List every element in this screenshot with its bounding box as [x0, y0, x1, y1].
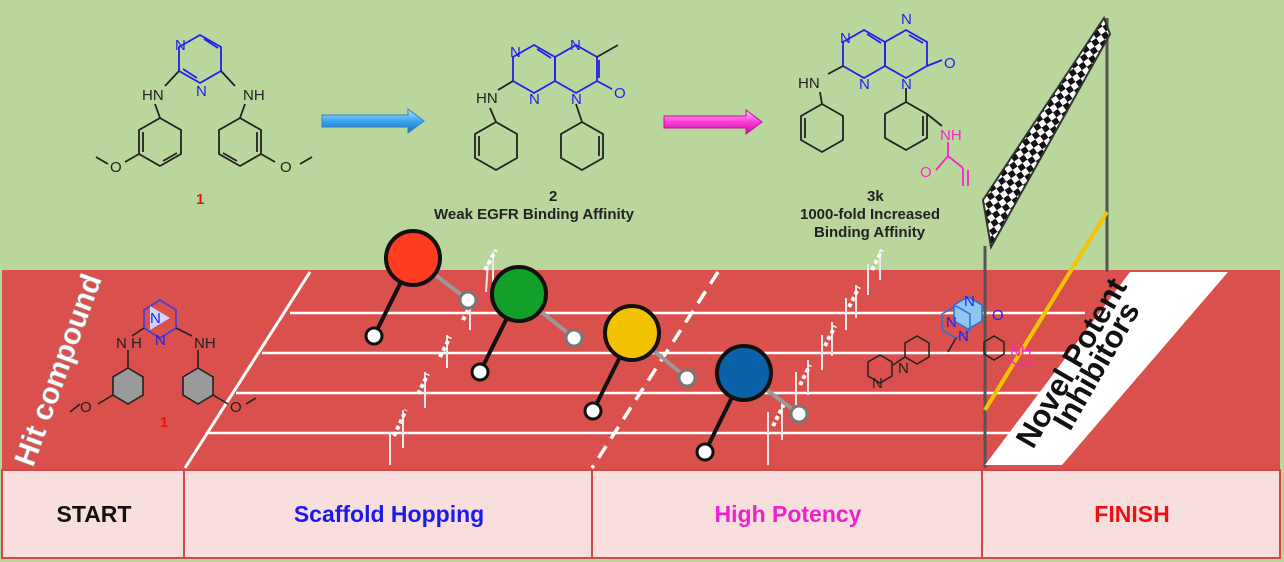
hurdle — [767, 400, 786, 465]
c3k-atom-amide-nh: NH — [940, 127, 962, 144]
compound-2-caption: Weak EGFR Binding Affinity — [434, 206, 635, 223]
start-atom-nh-right: NH — [194, 335, 216, 352]
finish-line-yellow — [983, 210, 1109, 412]
finish-atom-n2: N — [946, 314, 957, 331]
runner-blue — [695, 344, 809, 462]
hurdle — [438, 335, 452, 368]
c3k-atom-n2: N — [859, 76, 870, 93]
phase-high-potency-label: High Potency — [715, 501, 862, 527]
compound-3k-atoms: N N N N HN O NH O 3k 1000-fold Increased… — [798, 11, 962, 241]
c3k-atom-n3: N — [901, 11, 912, 28]
compound-3k-caption-line1: 1000-fold Increased — [800, 206, 940, 223]
start-atom-n1: N — [150, 310, 161, 327]
finish-compound-structure — [867, 296, 1033, 384]
c2-atom-n2: N — [529, 91, 540, 108]
phase-panel: START Scaffold Hopping High Potency FINI… — [1, 469, 1281, 559]
compound-1-atoms: N N HN NH O O 1 — [110, 37, 292, 208]
c2-atom-nh: HN — [476, 90, 498, 107]
hurdle — [845, 285, 861, 330]
hurdle — [795, 360, 812, 410]
hurdle — [483, 249, 498, 293]
compound-3k-structure — [800, 28, 969, 186]
compound-1-number: 1 — [196, 191, 204, 208]
finish-atom-nh: NH — [1010, 343, 1032, 360]
compound-3k-number: 3k — [867, 188, 884, 205]
phase-finish-label: FINISH — [1094, 501, 1169, 527]
start-atom-o-right: O — [230, 399, 242, 416]
start-compound-atoms: N N N H NH O O 1 — [80, 310, 242, 431]
compound-3k-caption-line2: Binding Affinity — [814, 224, 926, 241]
start-compound-structure — [69, 299, 257, 413]
hurdle — [389, 409, 408, 465]
c2-atom-o: O — [614, 85, 626, 102]
arrow-potency — [663, 109, 763, 135]
c3k-atom-amide-o: O — [920, 164, 932, 181]
phase-start-label: START — [57, 501, 132, 527]
hurdle — [867, 249, 884, 295]
phase-scaffold-hopping-label: Scaffold Hopping — [294, 501, 484, 527]
checkered-finish-banner — [981, 15, 1112, 250]
c1-atom-o-left: O — [110, 159, 122, 176]
start-atom-o-left: O — [80, 399, 92, 416]
finish-atom-n3: N — [958, 328, 969, 345]
compound-2-structure — [474, 43, 619, 172]
c3k-atom-o: O — [944, 55, 956, 72]
c2-atom-n4: N — [571, 91, 582, 108]
c3k-atom-nh: HN — [798, 75, 820, 92]
start-atom-nh-left: N H — [116, 335, 142, 352]
runner-yellow — [583, 304, 697, 421]
finish-compound-atoms: N N N O NH N N — [872, 293, 1032, 392]
finish-atom-nme: N — [872, 375, 883, 392]
finish-gate — [981, 15, 1112, 468]
hurdles — [389, 249, 884, 465]
hurdle — [821, 322, 837, 370]
finish-atom-o: O — [992, 307, 1004, 324]
c3k-atom-n1: N — [840, 30, 851, 47]
finish-atom-n1: N — [964, 293, 975, 310]
compound-2-number: 2 — [549, 188, 557, 205]
finish-atom-n-pip: N — [898, 360, 909, 377]
runner-red — [364, 229, 478, 346]
c2-atom-n3: N — [570, 37, 581, 54]
compound-2-atoms: N N N N HN O 2 Weak EGFR Binding Affinit… — [434, 37, 635, 223]
potency-dashed-line — [590, 271, 720, 469]
c1-atom-nh-right: NH — [243, 87, 265, 104]
compound-1-structure — [95, 33, 313, 168]
start-atom-n2: N — [155, 332, 166, 349]
arrow-scaffold-hop — [321, 108, 425, 134]
c2-atom-n1: N — [510, 44, 521, 61]
c1-atom-n-top: N — [175, 37, 186, 54]
start-line — [183, 271, 312, 469]
c1-atom-nh-left: HN — [142, 87, 164, 104]
c3k-atom-n4: N — [901, 76, 912, 93]
hurdle — [416, 372, 430, 408]
c1-atom-n-mid: N — [196, 83, 207, 100]
c1-atom-o-right: O — [280, 159, 292, 176]
runner-green — [470, 265, 584, 382]
start-compound-number: 1 — [160, 414, 168, 431]
